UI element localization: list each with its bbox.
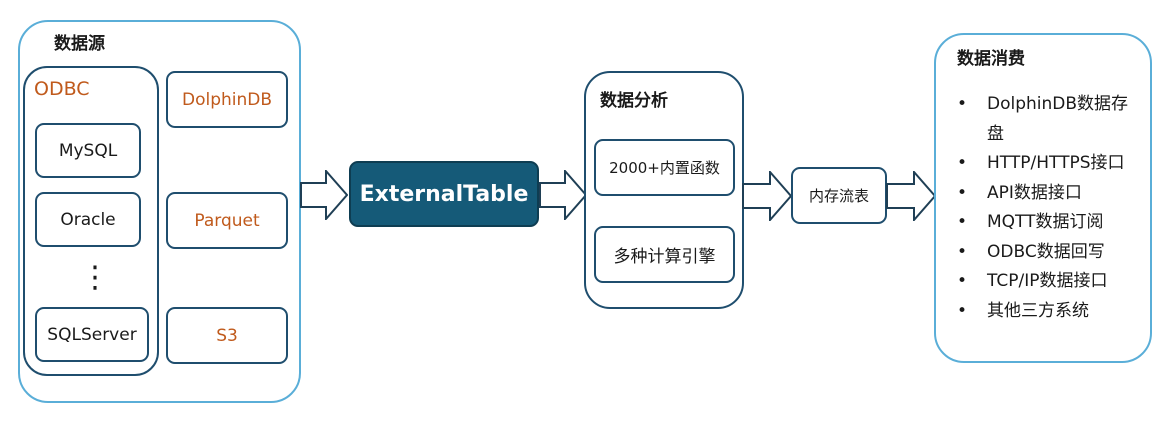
consumption-list: • DolphinDB数据存盘 • HTTP/HTTPS接口 • API数据接口 • M… bbox=[957, 90, 1137, 326]
list-item: • DolphinDB数据存盘 bbox=[957, 90, 1137, 149]
bullet-icon: • bbox=[957, 182, 968, 203]
source-oracle: Oracle bbox=[35, 192, 141, 247]
list-item: • ODBC数据回写 bbox=[957, 238, 1137, 268]
data-consumption-title: 数据消费 bbox=[957, 49, 1025, 69]
arrow-right-icon bbox=[886, 171, 936, 221]
external-table-box: ExternalTable bbox=[349, 161, 539, 227]
bullet-icon: • bbox=[957, 153, 968, 173]
list-item-label: MQTT数据订阅 bbox=[987, 212, 1104, 232]
source-s3: S3 bbox=[166, 307, 288, 364]
data-analysis-title: 数据分析 bbox=[600, 91, 668, 111]
source-mysql: MySQL bbox=[35, 123, 141, 178]
source-ellipsis: ⋮ bbox=[80, 260, 110, 295]
bullet-icon: • bbox=[957, 271, 968, 291]
source-dolphindb: DolphinDB bbox=[166, 71, 288, 128]
source-parquet: Parquet bbox=[166, 192, 288, 249]
arrow-right-icon bbox=[539, 170, 587, 220]
source-sqlserver: SQLServer bbox=[35, 307, 149, 362]
compute-engines-box: 多种计算引擎 bbox=[594, 226, 735, 283]
list-item-label: 其他三方系统 bbox=[987, 300, 1089, 321]
arrow-right-icon bbox=[742, 171, 792, 221]
memory-stream-table-box: 内存流表 bbox=[791, 167, 887, 224]
bullet-icon: • bbox=[957, 241, 968, 262]
data-consumption-group bbox=[934, 33, 1152, 363]
bullet-icon: • bbox=[957, 212, 968, 232]
list-item-label: DolphinDB数据存盘 bbox=[987, 94, 1129, 144]
bullet-icon: • bbox=[957, 300, 968, 321]
arrow-right-icon bbox=[300, 170, 348, 220]
odbc-label: ODBC bbox=[34, 78, 90, 100]
list-item: • API数据接口 bbox=[957, 179, 1137, 209]
list-item: • TCP/IP数据接口 bbox=[957, 267, 1137, 297]
list-item-label: ODBC数据回写 bbox=[987, 241, 1105, 262]
list-item-label: HTTP/HTTPS接口 bbox=[987, 153, 1125, 173]
builtin-functions-box: 2000+内置函数 bbox=[594, 139, 735, 196]
list-item: • HTTP/HTTPS接口 bbox=[957, 149, 1137, 179]
data-source-title: 数据源 bbox=[54, 34, 105, 54]
list-item-label: TCP/IP数据接口 bbox=[987, 271, 1108, 291]
list-item-label: API数据接口 bbox=[987, 182, 1082, 203]
list-item: • MQTT数据订阅 bbox=[957, 208, 1137, 238]
list-item: • 其他三方系统 bbox=[957, 297, 1137, 327]
bullet-icon: • bbox=[957, 94, 968, 114]
